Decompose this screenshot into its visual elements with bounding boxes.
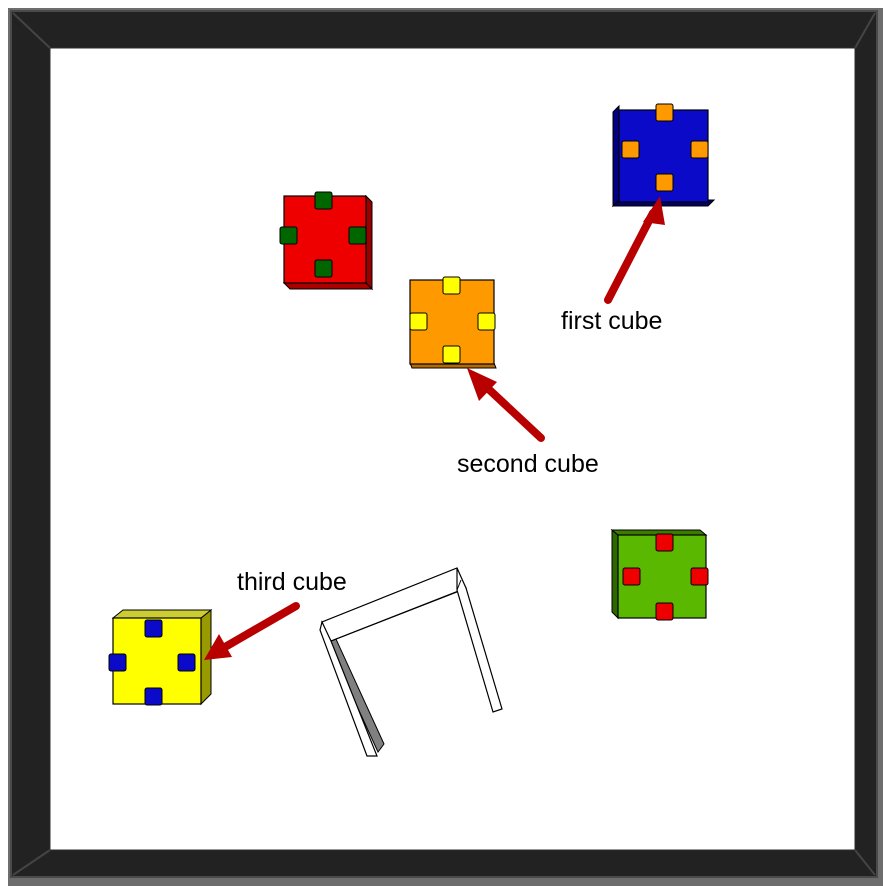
knob: [691, 568, 708, 585]
knob: [478, 313, 495, 330]
knob: [691, 141, 708, 158]
knob: [656, 534, 673, 551]
knob: [109, 654, 126, 671]
knob: [349, 227, 366, 244]
orange-cube: [410, 277, 496, 368]
knob: [145, 688, 162, 705]
knob: [443, 346, 460, 363]
label-third-cube: third cube: [237, 568, 347, 596]
label-first-cube: first cube: [561, 307, 662, 335]
knob: [656, 174, 673, 191]
knob: [623, 568, 640, 585]
yellow-cube-side: [113, 610, 211, 618]
knob: [315, 192, 332, 209]
blue-cube-side: [613, 106, 619, 206]
knob: [280, 227, 297, 244]
knob: [656, 603, 673, 620]
yellow-cube: [109, 610, 211, 705]
knob: [443, 277, 460, 294]
knob: [622, 141, 639, 158]
red-cube: [280, 192, 372, 289]
knob: [656, 104, 673, 121]
red-cube-side: [284, 283, 372, 289]
blue-cube: [613, 104, 714, 206]
green-cube: [612, 530, 708, 620]
red-cube-side: [366, 196, 372, 289]
knob: [410, 313, 427, 330]
green-cube-side: [612, 530, 618, 618]
knob: [178, 654, 195, 671]
knob: [315, 260, 332, 277]
knob: [145, 620, 162, 637]
label-second-cube: second cube: [457, 450, 599, 478]
arena-floor: [50, 48, 855, 850]
